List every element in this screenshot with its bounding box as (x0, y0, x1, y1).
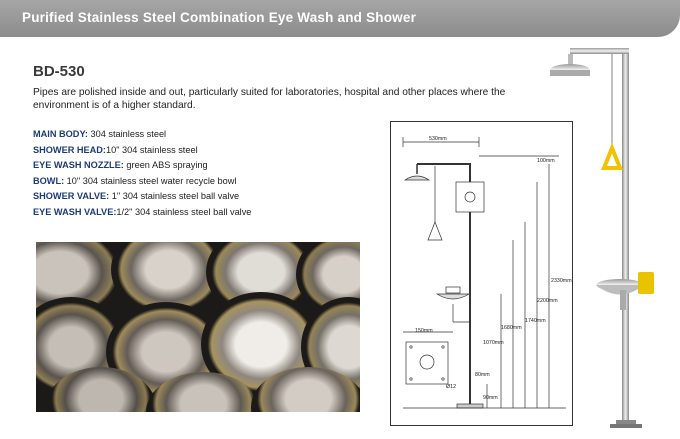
page-title: Purified Stainless Steel Combination Eye… (22, 10, 417, 25)
dim-80: 80mm (475, 372, 490, 378)
dim-width-top: 530mm (429, 136, 447, 142)
spec-value: 304 stainless steel (87, 129, 167, 139)
dim-2200: 2200mm (537, 298, 558, 304)
dim-pipe-dia: Ø12 (446, 384, 457, 390)
spec-value: green ABS spraying (123, 160, 208, 171)
pipes-photo (36, 242, 360, 412)
dim-2330: 2330mm (551, 278, 572, 284)
dimension-drawing: 530mm 100mm 2330mm 2200mm 1740mm 1680mm … (390, 121, 573, 426)
spec-list: MAIN BODY: 304 stainless steel SHOWER HE… (33, 127, 251, 221)
spec-key: EYE WASH NOZZLE: (33, 160, 124, 171)
spec-value: 1/2" 304 stainless steel ball valve (116, 206, 252, 217)
spec-row-eye-wash-valve: EYE WASH VALVE:1/2" 304 stainless steel … (33, 205, 251, 221)
spec-row-bowl: BOWL: 10" 304 stainless steel water recy… (33, 174, 251, 190)
spec-key: MAIN BODY: (33, 129, 88, 139)
spec-key: BOWL: (33, 175, 65, 186)
spec-value: 1" 304 stainless steel ball valve (109, 191, 240, 202)
model-number: BD-530 (33, 63, 85, 80)
dim-bowl-offset: 150mm (415, 328, 433, 334)
dim-base-width: 90mm (483, 395, 498, 401)
spec-key: SHOWER VALVE: (33, 191, 110, 202)
spec-key: SHOWER HEAD: (33, 144, 106, 155)
dim-1070: 1070mm (483, 340, 504, 346)
dim-1680: 1680mm (501, 325, 522, 331)
intro-text: Pipes are polished inside and out, parti… (33, 87, 506, 111)
product-image (550, 48, 654, 428)
spec-row-shower-head: SHOWER HEAD:10" 304 stainless steel (33, 143, 251, 159)
header-bar: Purified Stainless Steel Combination Eye… (0, 0, 680, 37)
spec-value: 10" 304 stainless steel (106, 144, 198, 155)
dimension-drawing-svg (402, 137, 566, 409)
spec-row-eye-wash-nozzle: EYE WASH NOZZLE: green ABS spraying (33, 158, 251, 174)
spec-row-main-body: MAIN BODY: 304 stainless steel (33, 127, 251, 143)
dim-head-drop: 100mm (537, 158, 555, 164)
spec-value: 10" 304 stainless steel water recycle bo… (64, 175, 237, 186)
spec-key: EYE WASH VALVE: (33, 206, 117, 217)
spec-row-shower-valve: SHOWER VALVE: 1" 304 stainless steel bal… (33, 189, 251, 205)
eyewash-box-icon (638, 272, 654, 294)
dim-1740: 1740mm (525, 318, 546, 324)
pull-handle-icon (601, 142, 623, 170)
